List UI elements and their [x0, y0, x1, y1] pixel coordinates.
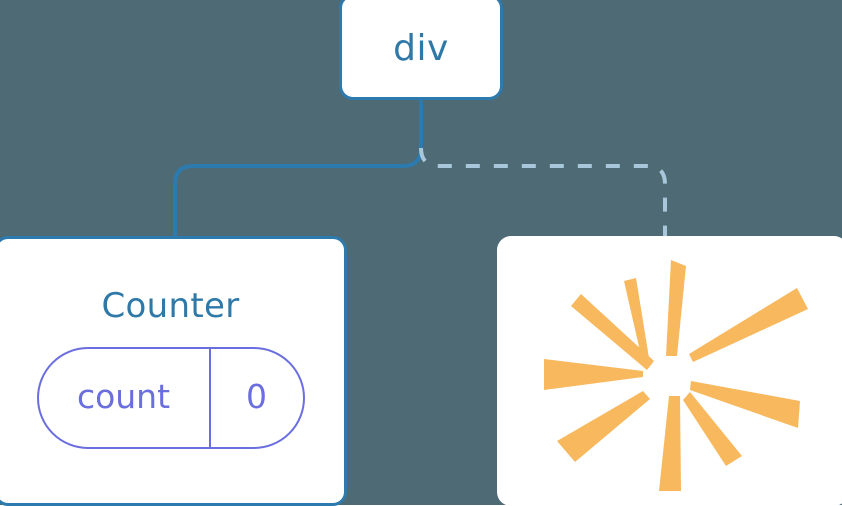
edge-div-to-burst — [419, 147, 667, 238]
node-div-label: div — [393, 28, 449, 69]
node-div[interactable]: div — [339, 0, 503, 100]
ray-n — [666, 260, 686, 356]
state-pill[interactable]: count 0 — [36, 347, 305, 449]
ray-e — [690, 381, 800, 428]
ray-w — [544, 359, 643, 390]
burst-icon — [544, 260, 808, 491]
burst-rays — [544, 260, 808, 491]
ray-sw — [557, 391, 650, 462]
node-counter-label: Counter — [101, 286, 240, 326]
node-render-burst[interactable] — [497, 236, 842, 506]
ray-ne — [689, 288, 808, 362]
ray-nw — [571, 294, 654, 370]
state-pill-key: count — [39, 349, 211, 447]
node-counter[interactable]: Counter count 0 — [0, 236, 347, 506]
edge-div-to-counter — [173, 100, 423, 238]
state-value-label: 0 — [246, 377, 267, 416]
ray-nnw — [624, 278, 649, 360]
state-key-label: count — [76, 377, 171, 416]
ray-s — [659, 396, 681, 491]
ray-sse — [683, 392, 742, 466]
state-pill-value: 0 — [211, 349, 303, 447]
